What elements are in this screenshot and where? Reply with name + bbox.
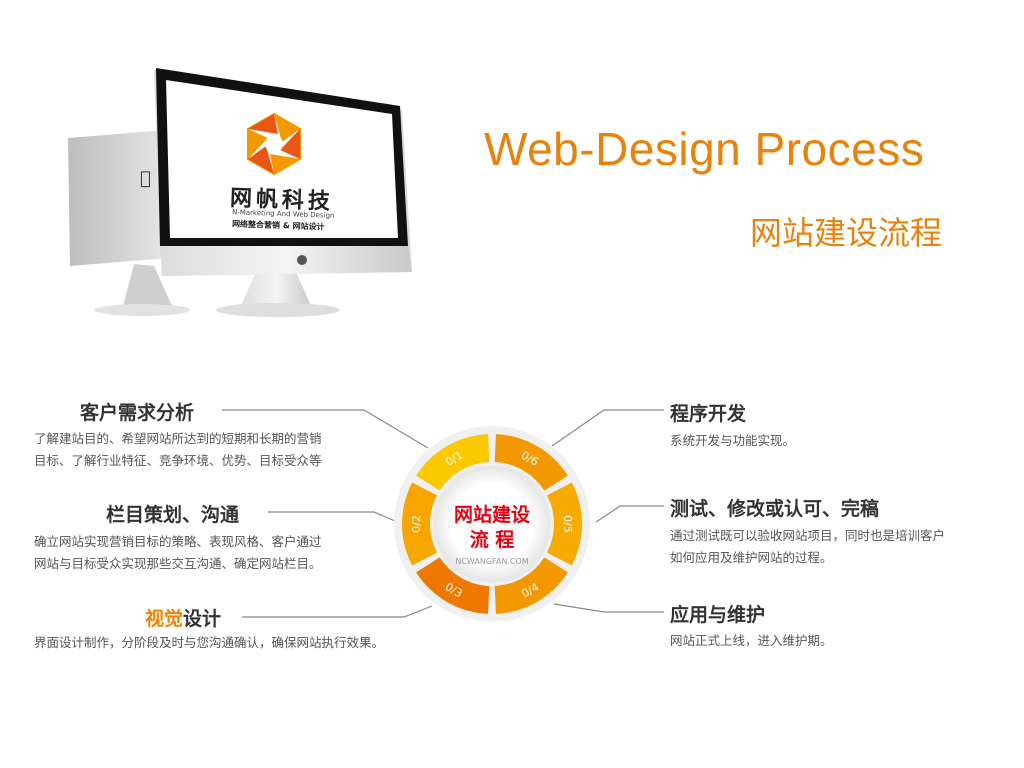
svg-text::  [140, 168, 151, 189]
hub-segment [546, 482, 582, 566]
step-title-visual-design: 视觉设计 [145, 604, 221, 631]
step-desc-planning: 确立网站实现营销目标的策略、表现风格、客户通过 网站与目标受众实现那些交互沟通、… [34, 531, 322, 575]
step-title-highlight: 视觉 [145, 608, 184, 630]
step-desc-line: 如何应用及维护网站的过程。 [670, 550, 833, 565]
hub-segment [494, 557, 568, 614]
hub-title-line2: 流 程 [470, 528, 515, 551]
step-desc-testing: 通过测试既可以验收网站项目，同时也是培训客户 如何应用及维护网站的过程。 [670, 525, 945, 569]
step-desc-visual-design: 界面设计制作，分阶段及时与您沟通确认，确保网站执行效果。 [34, 632, 384, 654]
hub-site: NCWANGFAN.COM [455, 557, 528, 566]
step-desc-requirements: 了解建站目的、希望网站所达到的短期和长期的营销 目标、了解行业特征、竞争环境、优… [34, 428, 322, 472]
page-title-en: Web-Design Process [484, 123, 925, 175]
step-desc-line: 通过测试既可以验收网站项目，同时也是培训客户 [670, 528, 946, 543]
monitor-illustration:  网帆科技 N-Marketing And Web Desi [62, 60, 422, 330]
page-title-zh: 网站建设流程 [749, 214, 942, 252]
step-title-development: 程序开发 [670, 403, 747, 425]
hub-segment [416, 434, 490, 491]
hub-segment [494, 434, 568, 491]
hub-title-line1: 网站建设 [454, 503, 530, 526]
step-desc-line: 网站与目标受众实现那些交互沟通、确定网站栏目。 [34, 556, 322, 571]
step-title-rest: 设计 [183, 608, 222, 630]
step-title-requirements: 客户需求分析 [80, 402, 195, 424]
step-desc-maintenance: 网站正式上线，进入维护期。 [670, 630, 833, 652]
step-title-testing: 测试、修改或认可、完稿 [670, 498, 880, 520]
hub-segment-label: 0/5 [561, 515, 574, 533]
hub-segment-label: 0/2 [410, 515, 423, 533]
step-desc-development: 系统开发与功能实现。 [670, 430, 795, 452]
hub-segment [416, 557, 490, 614]
step-desc-line: 系统开发与功能实现。 [670, 433, 796, 448]
hub-segment [402, 482, 438, 566]
step-desc-line: 目标、了解行业特征、竞争环境、优势、目标受众等 [34, 453, 322, 468]
step-desc-line: 界面设计制作，分阶段及时与您沟通确认，确保网站执行效果。 [34, 635, 385, 650]
step-title-maintenance: 应用与维护 [670, 604, 766, 626]
step-desc-line: 网站正式上线，进入维护期。 [670, 633, 833, 648]
step-title-planning: 栏目策划、沟通 [106, 504, 240, 526]
step-desc-line: 确立网站实现营销目标的策略、表现风格、客户通过 [34, 534, 322, 549]
step-desc-line: 了解建站目的、希望网站所达到的短期和长期的营销 [34, 431, 322, 446]
